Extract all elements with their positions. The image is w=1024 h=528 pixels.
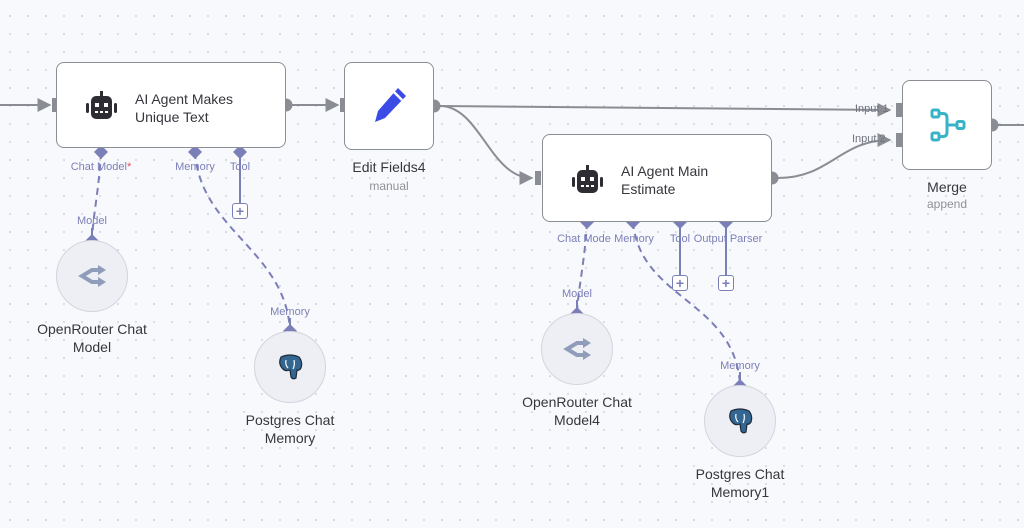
node-merge[interactable] [902, 80, 992, 170]
node-ai-agent-main-estimate[interactable]: AI Agent Main Estimate [542, 134, 772, 222]
postgres2-title: Postgres Chat Memory1 [695, 466, 785, 500]
node-title-line2: Estimate [621, 181, 676, 197]
node-postgres-chat-memory1[interactable] [704, 385, 776, 457]
agent2-output-parser-label: Output Parser [693, 233, 763, 245]
openrouter1-title: OpenRouter Chat Model [37, 321, 147, 355]
agent2-memory-label: Memory [614, 233, 654, 245]
agent2-chat-model-label: Chat Mode [557, 233, 611, 245]
node-title-line1: AI Agent Main [621, 163, 709, 179]
openrouter-icon [563, 338, 591, 360]
edge-agent2-merge-input2[interactable] [777, 133, 892, 179]
postgres1-title: Postgres Chat Memory [245, 412, 335, 446]
postgres-elephant-icon [729, 408, 753, 434]
postgres-elephant-icon [279, 354, 303, 380]
agent2-tool-label: Tool [669, 233, 691, 245]
merge-title: Merge [927, 179, 967, 195]
robot-icon [86, 91, 117, 119]
robot-icon [572, 165, 603, 193]
agent2-add-tool-button[interactable]: + [672, 275, 688, 291]
agent1-tool-label: Tool [229, 161, 251, 173]
edit-fields4-title: Edit Fields4 [352, 159, 426, 175]
agent1-memory-label: Memory [175, 161, 215, 173]
agent1-chat-model-label: Chat Model* [70, 161, 132, 173]
postgres2-port-label: Memory [720, 360, 760, 372]
edge-postgres1-agent1[interactable] [194, 151, 291, 331]
merge-input2-label: Input 2 [852, 133, 886, 145]
postgres1-port-label: Memory [270, 306, 310, 318]
node-title-line1: AI Agent Makes [135, 91, 234, 107]
merge-icon [930, 108, 966, 142]
merge-input1-label: Input 1 [855, 103, 889, 115]
openrouter2-port-label: Model [562, 288, 592, 300]
agent1-add-tool-button[interactable]: + [232, 203, 248, 219]
openrouter2-title: OpenRouter Chat Model4 [522, 394, 632, 428]
openrouter-icon [78, 265, 106, 287]
node-ai-agent-makes-unique-text[interactable]: AI Agent Makes Unique Text [56, 62, 286, 148]
pencil-icon [375, 88, 406, 122]
agent2-add-output-parser-button[interactable]: + [718, 275, 734, 291]
edge-editfields-merge-input1[interactable] [439, 102, 892, 117]
merge-subtitle: append [926, 197, 968, 211]
edit-fields4-subtitle: manual [369, 179, 409, 193]
openrouter1-port-label: Model [77, 215, 107, 227]
agent2-input-handle [535, 171, 541, 185]
node-postgres-chat-memory[interactable] [254, 331, 326, 403]
node-edit-fields4[interactable] [344, 62, 434, 150]
node-openrouter-chat-model4[interactable] [541, 313, 613, 385]
edge-editfields-agent2[interactable] [439, 105, 534, 185]
node-title-line2: Unique Text [135, 109, 209, 125]
node-openrouter-chat-model[interactable] [56, 240, 128, 312]
